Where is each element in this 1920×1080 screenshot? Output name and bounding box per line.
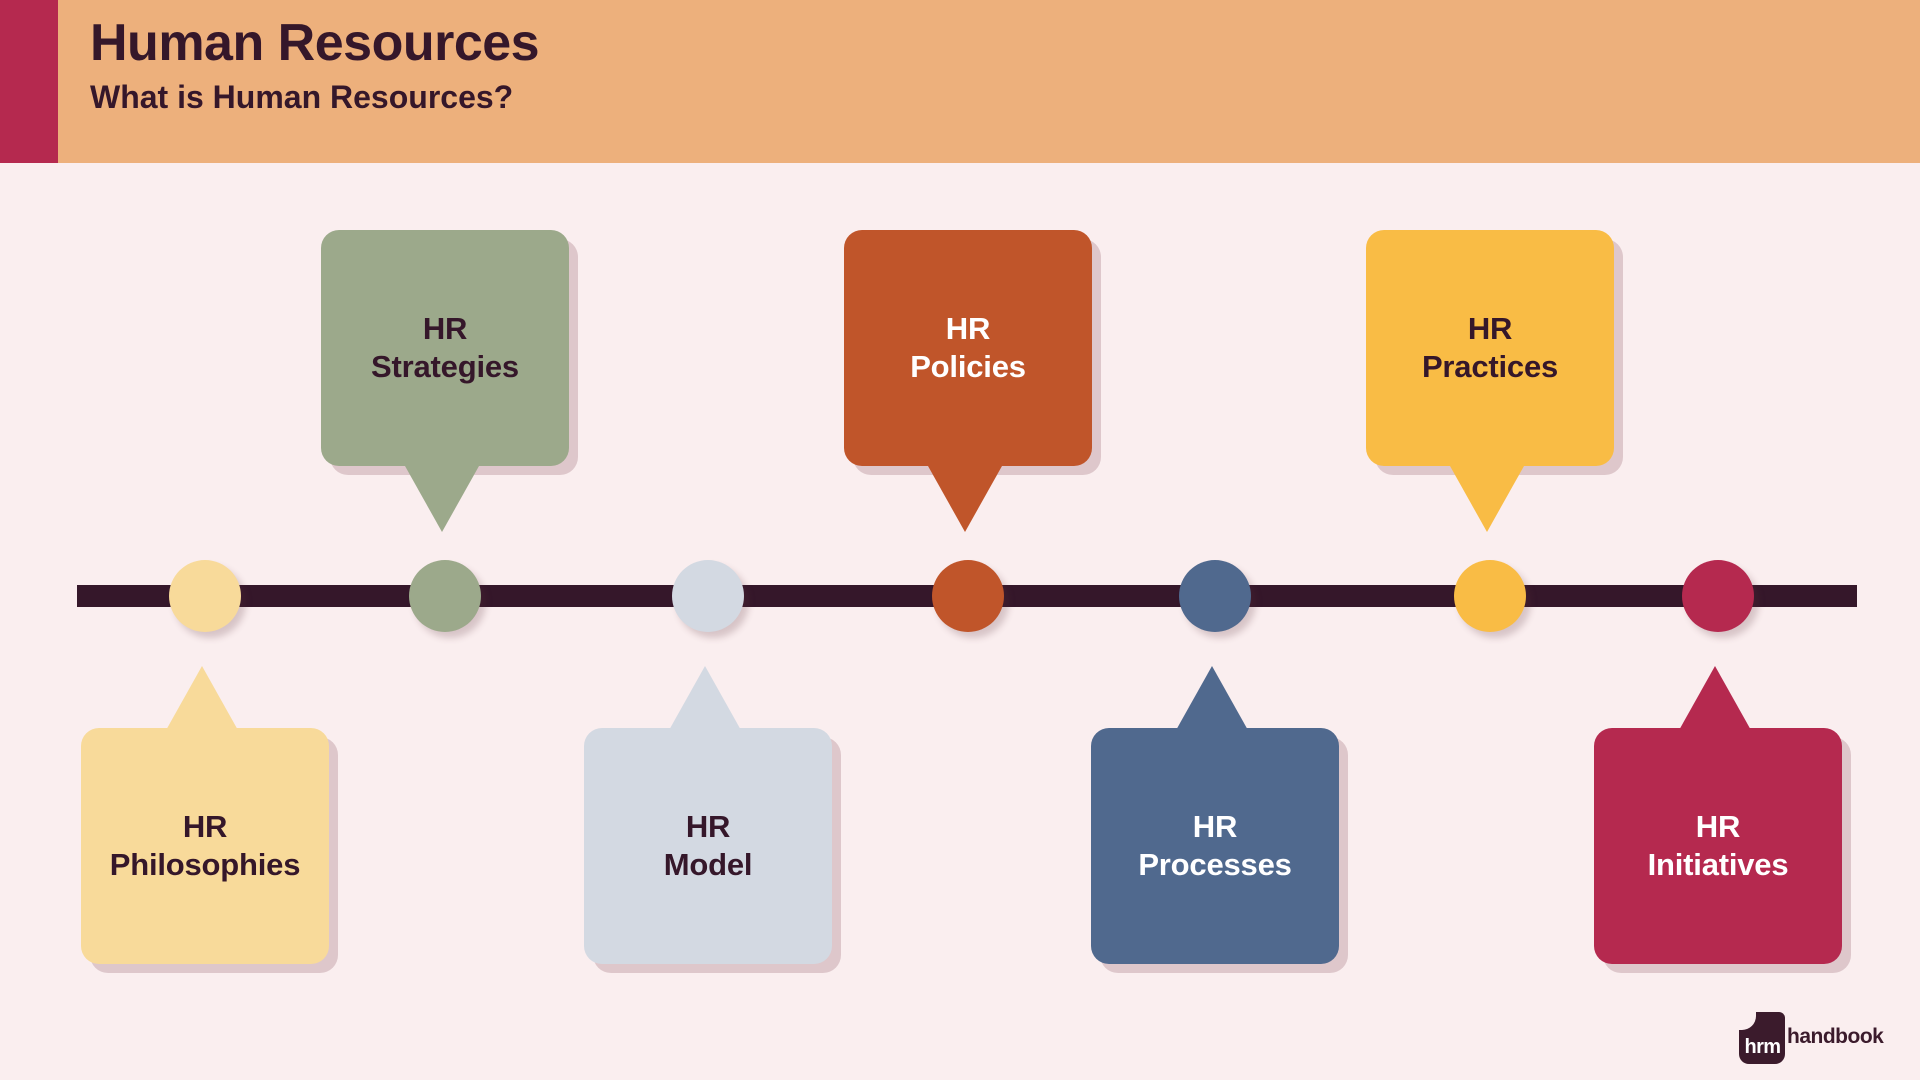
page-title: Human Resources [90,14,540,72]
header-accent-stripe [0,0,58,163]
timeline-node-hr-model[interactable] [672,560,744,632]
callout-box-hr-processes: HR Processes [1091,728,1339,964]
timeline-node-hr-practices[interactable] [1454,560,1526,632]
callout-hr-initiatives[interactable]: HR Initiatives [1594,666,1842,968]
callout-hr-strategies[interactable]: HR Strategies [321,230,569,532]
callout-box-hr-philosophies: HR Philosophies [81,728,329,964]
callout-tail-hr-processes [1175,666,1249,732]
header-band: Human Resources What is Human Resources? [0,0,1920,163]
callout-box-hr-model: HR Model [584,728,832,964]
callout-hr-policies[interactable]: HR Policies [844,230,1092,532]
callout-tail-hr-model [668,666,742,732]
callout-box-hr-initiatives: HR Initiatives [1594,728,1842,964]
callout-hr-philosophies[interactable]: HR Philosophies [81,666,329,968]
callout-hr-model[interactable]: HR Model [584,666,832,968]
callout-label-hr-practices: HR Practices [1421,311,1559,384]
logo-notch-shape [1739,1012,1756,1030]
callout-hr-processes[interactable]: HR Processes [1091,666,1339,968]
callout-hr-practices[interactable]: HR Practices [1366,230,1614,532]
callout-label-hr-initiatives: HR Initiatives [1647,809,1789,882]
logo-mark-icon: hrm [1739,1012,1785,1064]
timeline-node-hr-processes[interactable] [1179,560,1251,632]
brand-logo: hrm handbook [1739,1012,1884,1064]
page-subtitle: What is Human Resources? [90,79,514,116]
callout-tail-hr-philosophies [165,666,239,732]
callout-box-hr-strategies: HR Strategies [321,230,569,466]
callout-tail-hr-practices [1450,466,1524,532]
logo-mark-text: hrm [1744,1036,1782,1058]
logo-wordmark: handbook [1787,1024,1884,1048]
callout-box-hr-practices: HR Practices [1366,230,1614,466]
callout-tail-hr-initiatives [1678,666,1752,732]
timeline-node-hr-philosophies[interactable] [169,560,241,632]
callout-box-hr-policies: HR Policies [844,230,1092,466]
callout-label-hr-processes: HR Processes [1138,809,1292,882]
callout-label-hr-model: HR Model [663,809,753,882]
callout-tail-hr-policies [928,466,1002,532]
header-text-group: Human Resources What is Human Resources? [90,14,540,117]
timeline-node-hr-strategies[interactable] [409,560,481,632]
callout-label-hr-philosophies: HR Philosophies [109,809,301,882]
timeline-node-hr-policies[interactable] [932,560,1004,632]
callout-label-hr-policies: HR Policies [910,311,1026,384]
callout-tail-hr-strategies [405,466,479,532]
timeline-node-hr-initiatives[interactable] [1682,560,1754,632]
callout-label-hr-strategies: HR Strategies [371,311,519,384]
